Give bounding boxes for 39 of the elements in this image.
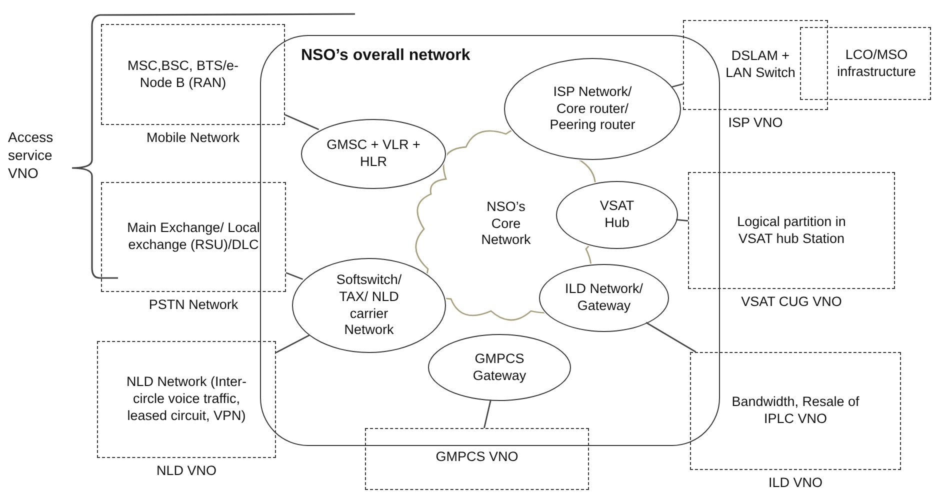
ellipse-node: [539, 264, 669, 332]
node-text: GMSC + VLR + HLR: [326, 137, 421, 171]
connector-line: [484, 400, 492, 428]
node-text: Softswitch/ TAX/ NLD carrier Network: [335, 272, 403, 340]
box-caption: ISP VNO: [727, 115, 784, 132]
box-caption: NLD VNO: [155, 463, 218, 480]
box-text: GMPCS VNO: [436, 449, 518, 466]
ellipse-node: [504, 58, 681, 160]
dashed-box: [800, 27, 931, 100]
rounded-frame: [260, 35, 720, 446]
dashed-box: [365, 428, 589, 490]
box-caption: ILD VNO: [767, 475, 824, 492]
box-text: DSLAM + LAN Switch: [724, 48, 796, 82]
connector-line: [286, 272, 304, 280]
ellipse-node: [428, 334, 571, 401]
connector-line: [646, 322, 696, 353]
node-text: ILD Network/ Gateway: [564, 281, 644, 315]
box-text: MSC,BSC, BTS/e-Node B (RAN): [126, 58, 240, 92]
box-caption: VSAT CUG VNO: [740, 294, 843, 311]
connector-line: [676, 218, 688, 222]
ellipse-node: [292, 258, 446, 353]
connector-line: [276, 334, 310, 354]
ellipse-node: [301, 119, 446, 189]
box-text: LCO/MSO infrastructure: [836, 46, 917, 80]
node-text: VSAT Hub: [598, 198, 636, 232]
node-text: GMPCS Gateway: [472, 350, 528, 384]
cloud-text: NSO’s Core Network: [480, 198, 532, 250]
node-text: ISP Network/ Core router/ Peering router: [548, 84, 636, 134]
box-caption: PSTN Network: [148, 297, 240, 314]
box-text: Main Exchange/ Local exchange (RSU)/DLC: [126, 220, 261, 254]
box-text: Logical partition in VSAT hub Station: [736, 214, 847, 248]
connector-line: [672, 83, 684, 88]
text-label: Access service VNO: [8, 128, 54, 183]
frame-title: NSO’s overall network: [301, 46, 470, 66]
ellipse-node: [556, 181, 678, 249]
box-text: Bandwidth, Resale of IPLC VNO: [730, 394, 860, 428]
box-caption: Mobile Network: [145, 130, 241, 147]
box-text: NLD Network (Inter-circle voice traffic, leased circuit, VPN): [125, 374, 248, 425]
connector-line: [284, 114, 320, 130]
